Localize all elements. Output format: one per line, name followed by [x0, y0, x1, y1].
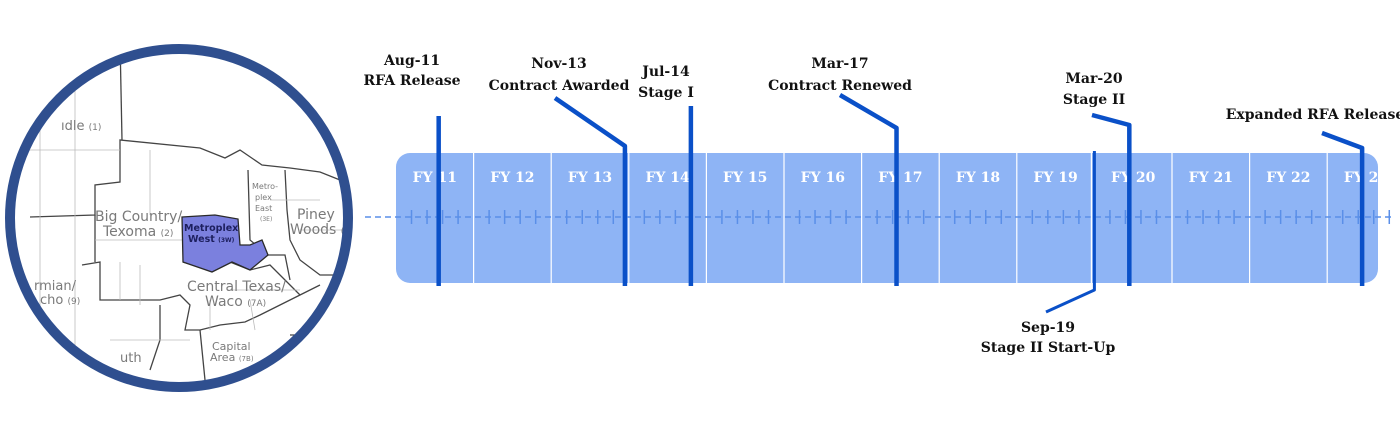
- region-map: ıdle (1) Big Country/ Texoma (2) Metropl…: [5, 44, 353, 392]
- region-label-metroplex-east-code: (3E): [260, 216, 272, 223]
- region-label-central-texas: Central Texas/: [187, 279, 286, 295]
- milestone-label: Contract Awarded: [489, 78, 630, 94]
- region-label-capital: Capital: [212, 340, 251, 353]
- fy-labels: FY 11 FY 12 FY 13 FY 14 FY 15 FY 16 FY 17 FY 18…: [413, 170, 1388, 186]
- fy-label: FY 18: [956, 170, 1000, 186]
- timeline-ticks: [410, 210, 1391, 224]
- milestone-marker: [838, 93, 899, 286]
- region-label-metroplex-west-2: West (3W): [188, 234, 235, 245]
- milestone-date: Mar-17: [811, 56, 868, 72]
- region-label-permian: rmian/: [34, 279, 77, 294]
- milestone-date: Jul-14: [640, 64, 690, 80]
- milestone-label: Stage II: [1063, 92, 1125, 108]
- region-label-permian-2: cho (9): [40, 293, 80, 308]
- milestone-expanded-rfa: Expanded RFA Release: [1226, 107, 1400, 286]
- milestone-date: Nov-13: [531, 56, 587, 72]
- milestone-date: Sep-19: [1021, 320, 1075, 336]
- region-label-texoma: Texoma (2): [102, 224, 173, 240]
- region-label-panhandle: ıdle (1): [61, 119, 101, 134]
- map-frame-ring: [5, 44, 353, 392]
- map-background: [13, 52, 345, 384]
- fy-label: FY 21: [1189, 170, 1233, 186]
- region-label-metroplex-east-2: plex: [255, 193, 272, 202]
- region-label-metroplex-east: Metro-: [252, 182, 278, 191]
- fy-label: FY 19: [1033, 170, 1077, 186]
- milestone-marker: [1321, 130, 1365, 286]
- fy-label: FY 17: [878, 170, 922, 186]
- milestone-marker: [1091, 112, 1132, 286]
- timeline-band: [396, 153, 1378, 283]
- county-lines: [13, 52, 345, 380]
- fy-label: FY 23: [1344, 170, 1388, 186]
- region-label-south: uth: [120, 351, 142, 366]
- milestone-label: RFA Release: [363, 73, 460, 89]
- milestone-label: Stage II Start-Up: [981, 340, 1116, 356]
- milestone-label: Expanded RFA Release: [1226, 107, 1400, 123]
- region-label-waco: Waco (7A): [205, 294, 266, 310]
- fy-label: FY 14: [645, 170, 690, 186]
- milestone-label: Stage I: [638, 85, 694, 101]
- region-label-metroplex-east-3: East: [255, 204, 272, 213]
- metroplex-west-region: [181, 214, 269, 273]
- fy-label: FY 22: [1266, 170, 1310, 186]
- fy-label: FY 20: [1111, 170, 1156, 186]
- timeline: FY 11 FY 12 FY 13 FY 14 FY 15 FY 16 FY 17 FY 18…: [363, 53, 1400, 356]
- fy-label: FY 13: [568, 170, 612, 186]
- fy-label: FY 11: [413, 170, 457, 186]
- milestone-marker: [1045, 151, 1096, 314]
- fy-label: FY 12: [490, 170, 534, 186]
- milestone-date: Aug-11: [383, 53, 440, 69]
- region-label-capital-2: Area (7B): [210, 351, 254, 364]
- milestone-marker: [553, 96, 628, 286]
- region-label-big-country: Big Country/: [95, 209, 182, 225]
- milestone-label: Contract Renewed: [768, 78, 912, 94]
- fy-label: FY 16: [801, 170, 845, 186]
- region-label-piney: Piney: [297, 207, 335, 223]
- milestone-date: Mar-20: [1065, 71, 1122, 87]
- fy-label: FY 15: [723, 170, 767, 186]
- region-label-metroplex-west: Metroplex: [184, 223, 238, 234]
